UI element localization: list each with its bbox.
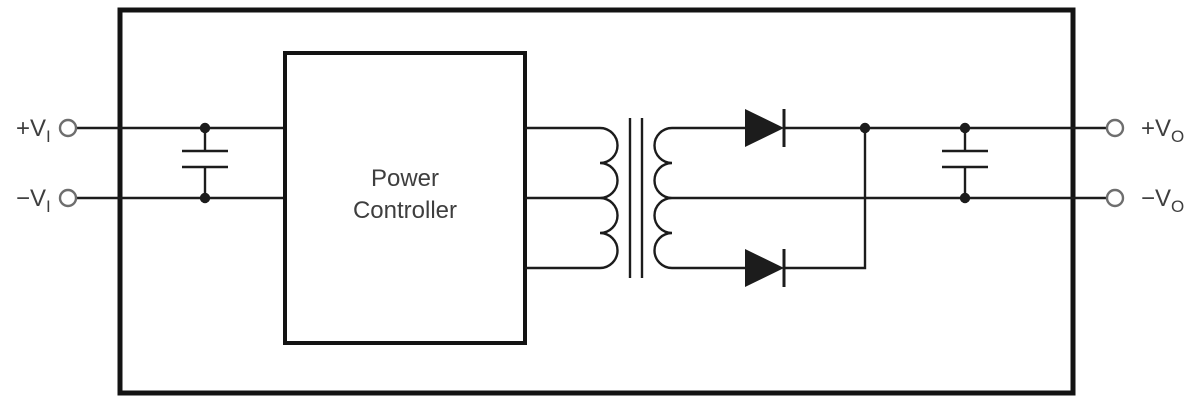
input-pos-label-sub: I bbox=[46, 127, 51, 146]
output-capacitor bbox=[942, 122, 988, 204]
diode-triangle bbox=[745, 109, 784, 147]
output-pos-label-sub: O bbox=[1171, 127, 1184, 146]
junction-dot bbox=[199, 192, 211, 204]
input-capacitor bbox=[182, 122, 228, 204]
input-terminal-pos bbox=[58, 118, 78, 138]
transformer-primary-winding bbox=[599, 126, 619, 270]
output-neg-label-sub: O bbox=[1171, 197, 1184, 216]
input-neg-label-main: −V bbox=[16, 185, 46, 212]
input-neg-label: −VI bbox=[16, 185, 51, 216]
output-pos-label-main: +V bbox=[1141, 115, 1171, 142]
junction-dot bbox=[959, 192, 971, 204]
output-neg-label: −VO bbox=[1141, 185, 1184, 216]
junction-dot bbox=[199, 122, 211, 134]
output-terminal-pos bbox=[1105, 118, 1125, 138]
input-pos-label-main: +V bbox=[16, 115, 46, 142]
module-boundary-box bbox=[117, 7, 1076, 396]
power-controller-label-line1: Power bbox=[371, 165, 439, 192]
output-pos-label: +VO bbox=[1141, 115, 1184, 146]
bottom-diode-return-wire bbox=[784, 128, 867, 270]
input-terminal-neg bbox=[58, 188, 78, 208]
input-neg-label-sub: I bbox=[46, 197, 51, 216]
junction-dot bbox=[959, 122, 971, 134]
power-controller-box bbox=[283, 51, 527, 345]
junction-dot bbox=[859, 122, 871, 134]
input-pos-label: +VI bbox=[16, 115, 51, 146]
power-controller-label-line2: Controller bbox=[353, 197, 457, 224]
output-neg-label-main: −V bbox=[1141, 185, 1171, 212]
diode-triangle bbox=[745, 249, 784, 287]
output-terminal-neg bbox=[1105, 188, 1125, 208]
